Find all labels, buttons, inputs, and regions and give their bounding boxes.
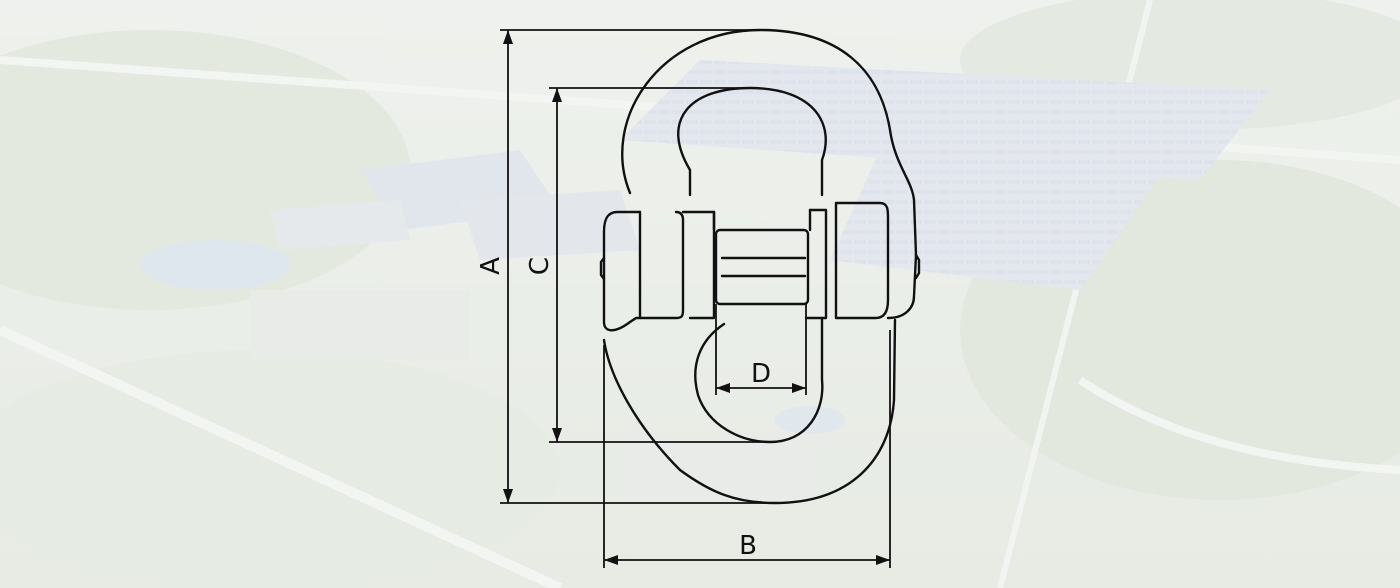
left-body <box>602 210 685 332</box>
dim-label-a: A <box>476 257 506 275</box>
left-nub <box>599 256 606 281</box>
right-jaw-inner <box>804 208 828 320</box>
upper-eye-outline <box>677 86 827 197</box>
lower-eye-outline <box>694 316 824 444</box>
dim-label-d: D <box>751 359 771 389</box>
dim-label-b: B <box>739 531 757 561</box>
right-nub <box>914 253 921 280</box>
lower-half-outline <box>602 318 897 505</box>
right-body <box>834 201 890 320</box>
left-jaw-inner <box>681 210 716 320</box>
center-pin <box>714 228 810 306</box>
dim-label-c: C <box>525 257 555 275</box>
right-lower-flange <box>886 253 918 320</box>
upper-half-outline <box>621 28 918 257</box>
